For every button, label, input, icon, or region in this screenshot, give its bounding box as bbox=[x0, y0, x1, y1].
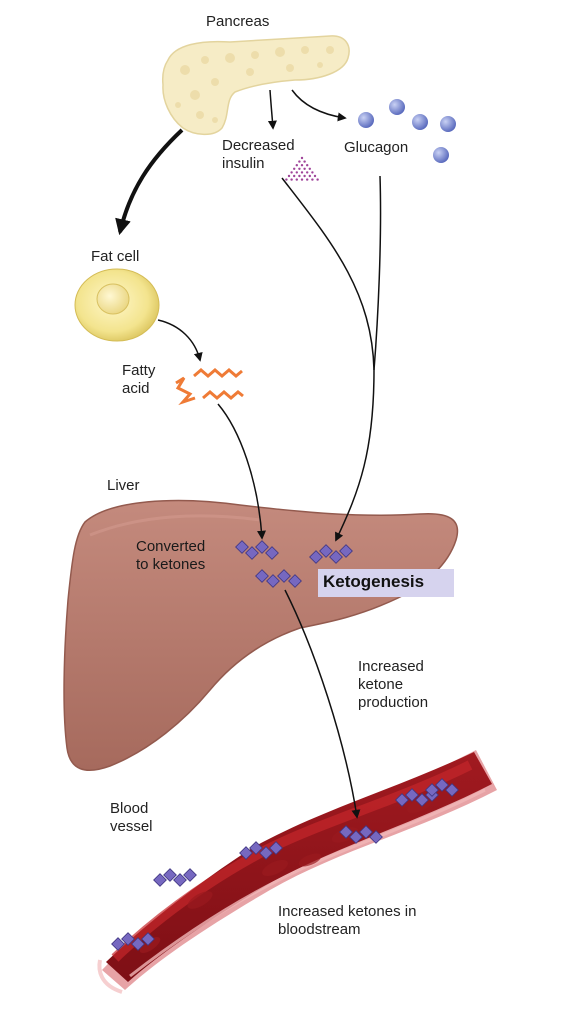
ketone-molecule bbox=[239, 846, 253, 860]
ketone-molecule bbox=[173, 873, 187, 887]
blood-vessel-label: Blood vessel bbox=[110, 800, 153, 835]
ketogenesis-highlight-box: Ketogenesis bbox=[318, 569, 454, 597]
ketone-molecule bbox=[265, 546, 279, 560]
ketone-molecule bbox=[329, 550, 343, 564]
fat-cell bbox=[74, 268, 160, 342]
fatty-acid-label: Fatty acid bbox=[122, 362, 156, 397]
converted-to-ketones-label: Converted to ketones bbox=[136, 538, 206, 573]
ketone-molecule bbox=[405, 788, 419, 802]
ketone-molecules bbox=[111, 540, 459, 951]
increased-ketone-production-label: Increased ketone production bbox=[358, 658, 429, 711]
ketone-molecule bbox=[425, 783, 439, 797]
ketone-molecule bbox=[395, 793, 409, 807]
ketogenesis-label: Ketogenesis bbox=[323, 572, 425, 591]
liver-label: Liver bbox=[107, 477, 140, 494]
ketone-molecule bbox=[339, 825, 353, 839]
ketone-molecule bbox=[445, 783, 459, 797]
ketone-molecule bbox=[183, 868, 197, 882]
glucagon-molecules bbox=[358, 99, 456, 163]
ketone-molecule bbox=[288, 574, 302, 588]
decreased-insulin-label: Decreased insulin bbox=[222, 137, 295, 172]
glucagon-label: Glucagon bbox=[344, 139, 409, 156]
pancreas-label: Pancreas bbox=[206, 13, 270, 30]
fat-cell-label: Fat cell bbox=[91, 248, 140, 265]
ketone-molecule bbox=[141, 932, 155, 946]
ketone-molecule bbox=[369, 830, 383, 844]
ketone-molecule bbox=[319, 544, 333, 558]
ketone-molecule bbox=[435, 778, 449, 792]
ketone-molecule bbox=[131, 937, 145, 951]
ketone-molecule bbox=[415, 793, 429, 807]
ketone-molecule bbox=[359, 825, 373, 839]
ketone-molecule bbox=[309, 550, 323, 564]
ketone-molecule bbox=[121, 932, 135, 946]
ketone-molecule bbox=[249, 841, 263, 855]
ketone-molecule bbox=[277, 569, 291, 583]
fatty-acid-chains bbox=[175, 368, 244, 406]
ketone-molecule bbox=[153, 873, 167, 887]
ketone-molecule bbox=[163, 868, 177, 882]
ketone-molecule bbox=[235, 540, 249, 554]
ketone-molecule bbox=[111, 937, 125, 951]
ketone-molecule bbox=[339, 544, 353, 558]
ketone-molecule bbox=[349, 830, 363, 844]
ketone-molecule bbox=[255, 569, 269, 583]
ketone-molecule bbox=[255, 540, 269, 554]
ketone-molecule bbox=[269, 841, 283, 855]
increased-ketones-bloodstream-label: Increased ketones in bloodstream bbox=[278, 903, 417, 938]
ketone-molecule bbox=[245, 546, 259, 560]
insulin-triangle bbox=[285, 156, 319, 181]
pancreas-organ bbox=[162, 35, 350, 136]
ketone-molecule bbox=[259, 846, 273, 860]
liver-organ bbox=[63, 499, 459, 771]
ketone-molecule bbox=[266, 574, 280, 588]
pathway-arrows bbox=[115, 89, 382, 819]
